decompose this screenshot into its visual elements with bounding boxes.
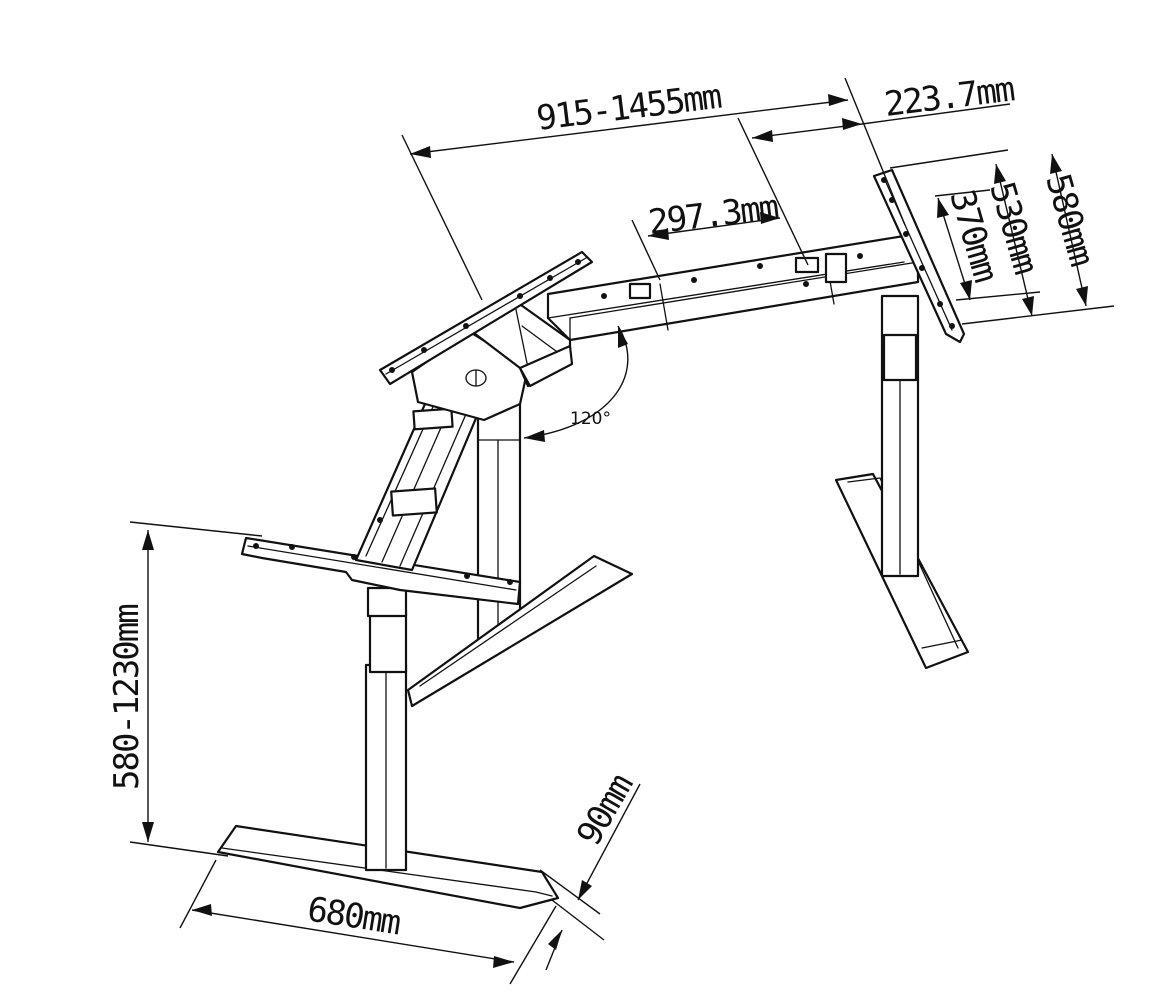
dim-inner-offset-label: 297.3mm bbox=[646, 187, 780, 243]
dim-angle-label: 120° bbox=[570, 409, 611, 429]
dim-foot-length-label: 680mm bbox=[305, 889, 403, 943]
dim-top-width-label: 915-1455mm bbox=[534, 77, 723, 139]
dim-side-depth-label: 223.7mm bbox=[882, 69, 1016, 125]
dim-foot-width-label: 90mm bbox=[569, 768, 641, 852]
front-top-bracket bbox=[240, 536, 522, 606]
dimension-lines bbox=[129, 77, 1115, 985]
dimension-labels: 915-1455mm 223.7mm 297.3mm 580mm 530mm 3… bbox=[107, 69, 1101, 943]
front-column-upper bbox=[366, 586, 408, 618]
right-column-mid bbox=[882, 333, 918, 382]
front-column-mid bbox=[368, 608, 408, 674]
dim-bracket-580-label: 580mm bbox=[1037, 169, 1101, 269]
left-top-bracket bbox=[378, 250, 594, 386]
right-top-bracket bbox=[872, 168, 966, 344]
rear-foot bbox=[406, 554, 634, 708]
dim-height-range-label: 580-1230mm bbox=[107, 605, 147, 790]
front-leg bbox=[216, 536, 560, 910]
right-leg bbox=[834, 294, 970, 670]
right-beam bbox=[546, 234, 920, 342]
